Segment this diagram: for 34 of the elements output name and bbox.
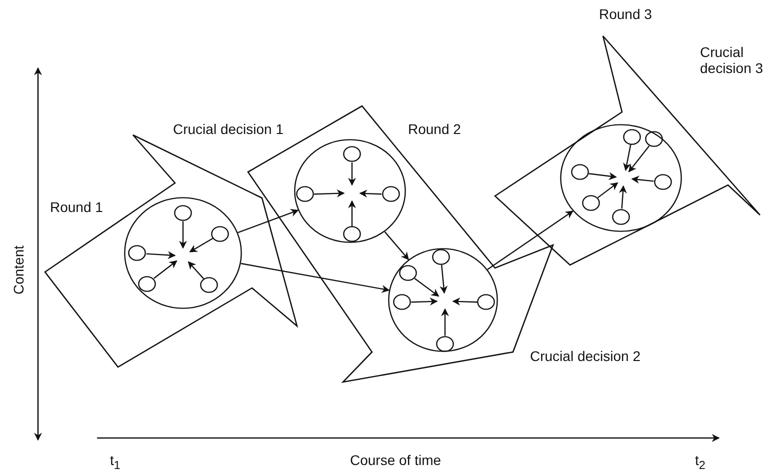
arrow <box>189 238 214 252</box>
round-label: Round 2 <box>408 121 461 137</box>
arrow <box>588 172 617 180</box>
arrow <box>179 221 187 249</box>
arrow <box>314 189 345 198</box>
arrow <box>414 278 440 297</box>
arrow <box>487 210 574 270</box>
arrow <box>348 200 356 226</box>
round-label: Round 3 <box>599 6 652 22</box>
decision-label: Crucial decision 3 <box>700 44 764 76</box>
arrow <box>359 190 382 198</box>
arrow <box>618 185 627 209</box>
time-point-label: t$_{2}$ <box>695 452 706 474</box>
arrow <box>238 209 299 234</box>
arrow <box>146 251 176 260</box>
arrow <box>411 298 438 306</box>
arrow <box>623 144 632 171</box>
arrow <box>631 176 654 184</box>
arrow <box>628 146 650 172</box>
arrow <box>188 261 204 280</box>
arrow <box>597 182 618 198</box>
axis-title: Content <box>10 245 27 295</box>
round-label: Round 1 <box>50 199 103 215</box>
arrow <box>384 231 410 260</box>
arrow <box>348 162 356 186</box>
arrow <box>154 260 178 279</box>
arrow <box>452 298 478 306</box>
decision-label: Crucial decision 2 <box>530 348 640 364</box>
time-point-label: t$_{1}$ <box>110 452 120 474</box>
arrow <box>441 308 449 336</box>
axis-title: Course of time <box>350 452 442 468</box>
arrow <box>440 264 448 294</box>
arrow <box>240 262 390 293</box>
decision-label: Crucial decision 1 <box>173 121 284 137</box>
